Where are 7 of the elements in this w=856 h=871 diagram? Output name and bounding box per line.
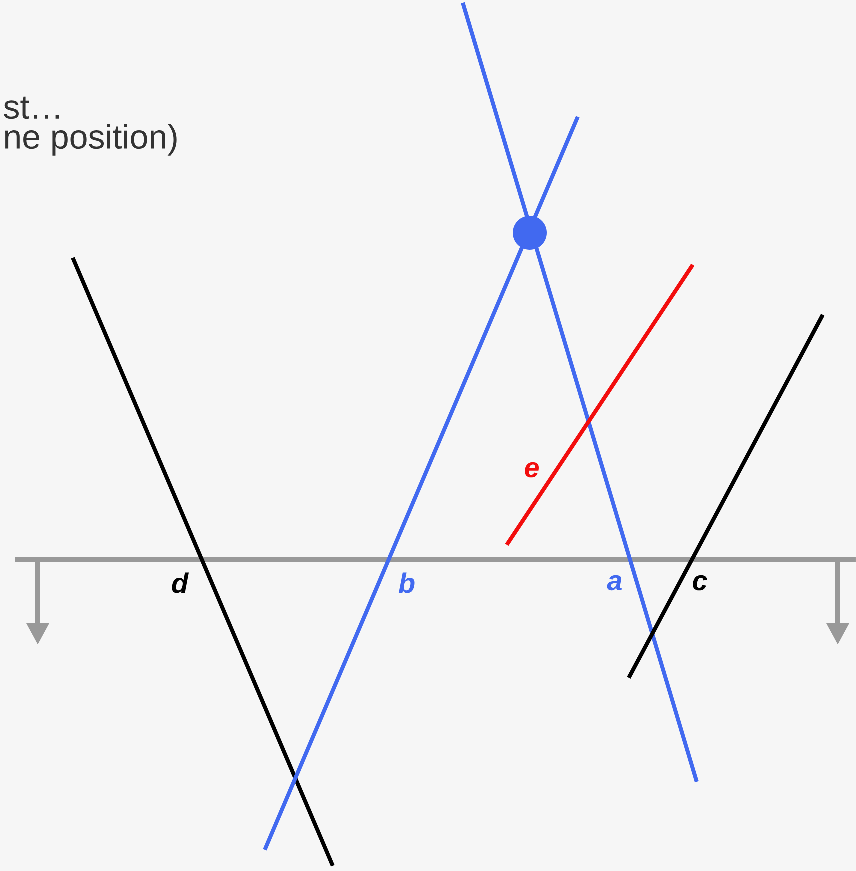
line-label: d	[172, 572, 190, 594]
line-label: c	[693, 575, 708, 591]
heading-text: st…	[4, 96, 60, 120]
line-label: a	[607, 575, 622, 591]
line-label: b	[398, 572, 415, 594]
line-label: e	[525, 462, 539, 478]
heading-text: ne position)	[5, 124, 177, 156]
